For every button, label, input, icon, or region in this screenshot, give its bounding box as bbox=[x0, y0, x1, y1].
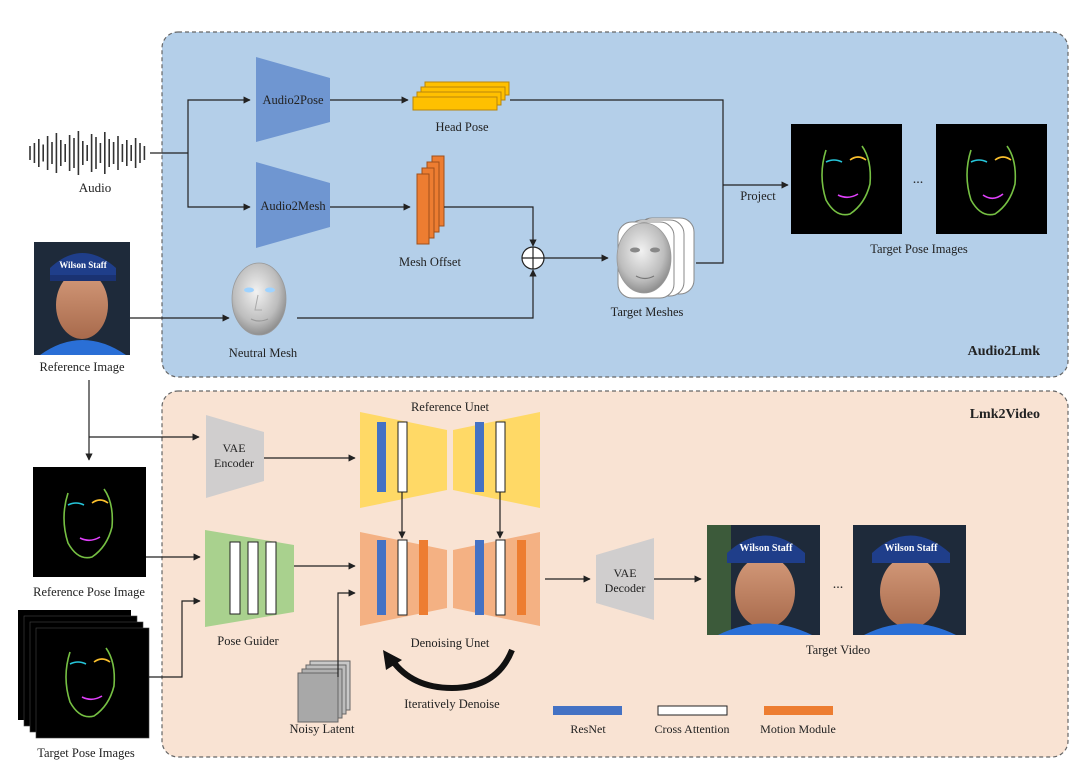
den-unet-motion-2 bbox=[517, 540, 526, 615]
den-unet-motion-1 bbox=[419, 540, 428, 615]
project-label: Project bbox=[740, 189, 776, 203]
den-unet-attn-1 bbox=[397, 539, 408, 616]
legend-resnet-label: ResNet bbox=[570, 722, 606, 736]
noisy-latent-arrow bbox=[337, 589, 356, 677]
legend-cross-attention-label: Cross Attention bbox=[654, 722, 729, 736]
iterative-denoise-arrow-icon bbox=[383, 648, 515, 692]
reference-pose-image bbox=[33, 467, 146, 577]
audio-connectors bbox=[150, 96, 251, 211]
ref-unet-attn-1 bbox=[397, 421, 408, 493]
project-connectors bbox=[510, 99, 789, 264]
den-unet-resnet-1 bbox=[377, 540, 386, 615]
head-pose-stack bbox=[412, 81, 510, 111]
den-unet-resnet-2 bbox=[475, 540, 484, 615]
reference-to-denoising-arrows bbox=[398, 492, 504, 539]
audio2pose-block bbox=[256, 57, 330, 142]
denoising-unet-label: Denoising Unet bbox=[411, 636, 490, 650]
reference-down-connectors bbox=[85, 380, 200, 461]
vae-decoder-block bbox=[596, 538, 654, 620]
legend-motion-module-swatch bbox=[764, 706, 833, 715]
audio2lmk-panel bbox=[161, 31, 1069, 378]
mesh-offset-label: Mesh Offset bbox=[399, 255, 461, 269]
target-meshes-icon bbox=[616, 217, 695, 299]
pose-guider-layer-3 bbox=[265, 541, 277, 615]
audio-waveform-icon bbox=[29, 131, 146, 175]
mesh-offset-arrow bbox=[444, 206, 537, 247]
legend-motion-module-label: Motion Module bbox=[760, 722, 836, 736]
svg-text:Wilson Staff: Wilson Staff bbox=[59, 260, 108, 270]
target-pose-ellipsis-top: ... bbox=[913, 172, 924, 187]
reference-unet-label: Reference Unet bbox=[411, 400, 490, 414]
ref-unet-resnet-2 bbox=[475, 422, 484, 492]
audio2pose-label: Audio2Pose bbox=[262, 93, 324, 107]
reference-pose-image-label: Reference Pose Image bbox=[33, 585, 145, 599]
vae-decoder-label-1: VAE bbox=[613, 566, 636, 580]
svg-text:Wilson Staff: Wilson Staff bbox=[740, 543, 794, 554]
vae-encoder-label-1: VAE bbox=[222, 441, 245, 455]
iteratively-denoise-label: Iteratively Denoise bbox=[404, 697, 500, 711]
lmk2video-title: Lmk2Video bbox=[970, 407, 1040, 422]
legend-resnet-swatch bbox=[553, 706, 622, 715]
audio-label: Audio bbox=[79, 180, 112, 195]
target-video-label: Target Video bbox=[806, 643, 870, 657]
reference-image-label: Reference Image bbox=[39, 360, 124, 374]
pose-guider-layer-1 bbox=[229, 541, 241, 615]
neutral-mesh-arrow bbox=[297, 269, 537, 319]
ref-unet-attn-2 bbox=[495, 421, 506, 493]
head-pose-label: Head Pose bbox=[435, 120, 489, 134]
audio2mesh-block bbox=[256, 162, 330, 248]
mesh-offset-stack bbox=[416, 155, 445, 245]
vae-encoder-block bbox=[206, 415, 264, 498]
vae-decoder-label-2: Decoder bbox=[605, 581, 646, 595]
target-pose-images-stack bbox=[18, 610, 150, 739]
target-pose-image-1 bbox=[791, 124, 902, 234]
audio2lmk-title: Audio2Lmk bbox=[968, 344, 1041, 359]
target-pose-images-top-label: Target Pose Images bbox=[870, 242, 968, 256]
target-video-frame-2: Wilson Staff bbox=[853, 525, 966, 635]
target-pose-arrow bbox=[149, 597, 201, 678]
svg-text:Wilson Staff: Wilson Staff bbox=[885, 543, 939, 554]
neutral-mesh-label: Neutral Mesh bbox=[229, 346, 298, 360]
pose-guider-layer-2 bbox=[247, 541, 259, 615]
noisy-latent-label: Noisy Latent bbox=[290, 722, 355, 736]
audio2mesh-label: Audio2Mesh bbox=[260, 199, 326, 213]
target-meshes-label: Target Meshes bbox=[611, 305, 684, 319]
pose-guider-label: Pose Guider bbox=[217, 634, 279, 648]
reference-image: Wilson Staff bbox=[34, 242, 130, 355]
neutral-mesh-icon bbox=[231, 262, 287, 336]
target-pose-image-2 bbox=[936, 124, 1047, 234]
vae-encoder-label-2: Encoder bbox=[214, 456, 254, 470]
noisy-latent-icon bbox=[297, 660, 351, 723]
target-video-ellipsis: ... bbox=[833, 577, 844, 592]
target-pose-images-bottom-label: Target Pose Images bbox=[37, 746, 135, 760]
legend-cross-attention-swatch bbox=[657, 705, 728, 716]
target-video-frame-1: Wilson Staff bbox=[707, 525, 820, 635]
ref-unet-resnet-1 bbox=[377, 422, 386, 492]
den-unet-attn-2 bbox=[495, 539, 506, 616]
add-operator-icon bbox=[521, 246, 545, 270]
